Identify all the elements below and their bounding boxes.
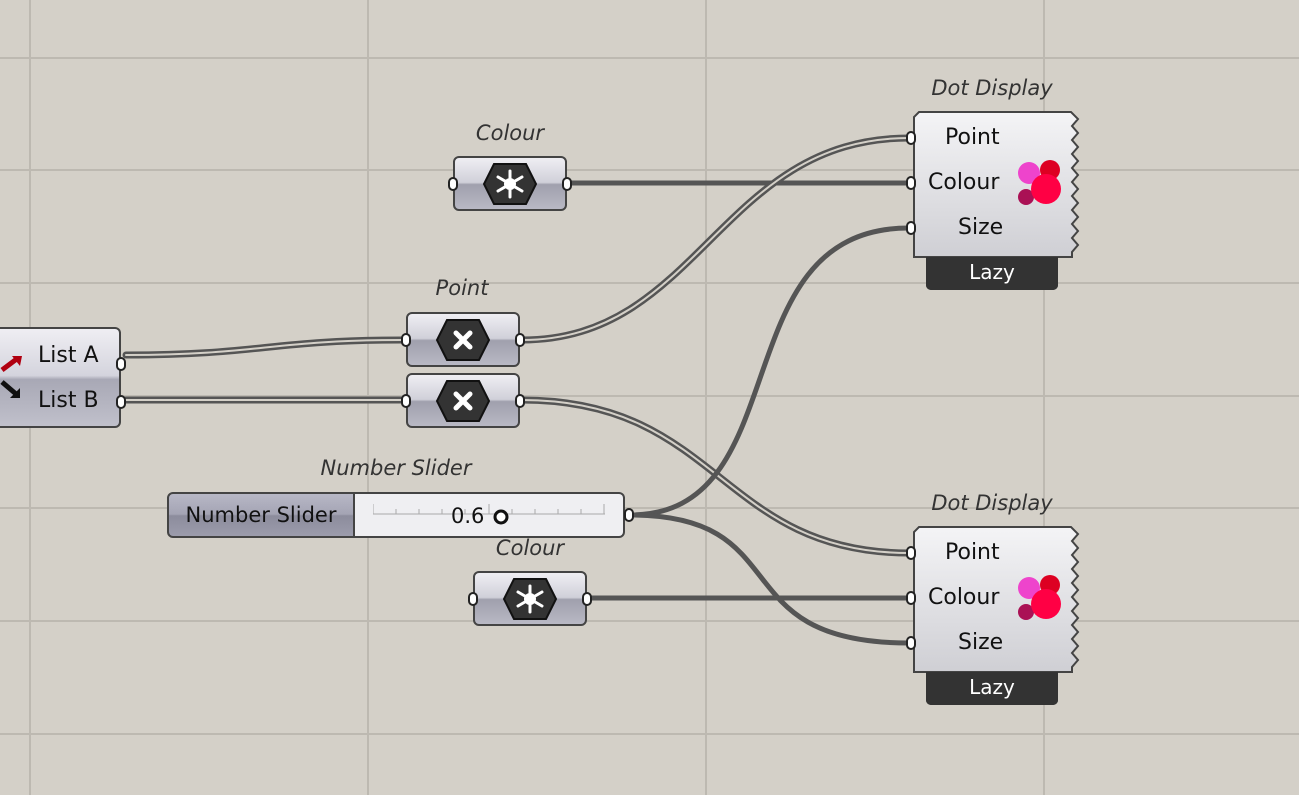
grid-line bbox=[0, 507, 1299, 509]
output-grip[interactable] bbox=[515, 393, 525, 408]
output-grip[interactable] bbox=[562, 176, 572, 191]
list-component[interactable]: List A List B bbox=[0, 327, 126, 428]
point-param-second[interactable] bbox=[401, 373, 525, 428]
colour-input-grip[interactable] bbox=[906, 591, 916, 605]
point-x-icon bbox=[435, 318, 491, 361]
dot-display-title: Dot Display bbox=[931, 491, 1053, 515]
dots-preview-icon bbox=[1018, 575, 1061, 620]
grid-line bbox=[0, 169, 1299, 171]
port-point: Point bbox=[945, 540, 1000, 565]
point-input-grip[interactable] bbox=[906, 546, 916, 560]
grid-line bbox=[1043, 0, 1045, 795]
input-grip[interactable] bbox=[448, 176, 458, 191]
grid-line bbox=[0, 620, 1299, 622]
size-input-grip[interactable] bbox=[906, 221, 916, 235]
port-size: Size bbox=[958, 215, 1004, 240]
dot-display-bottom[interactable]: Point Colour Size Lazy bbox=[906, 526, 1081, 708]
number-slider[interactable]: Number Slider 0.6 bbox=[167, 492, 634, 538]
grid-line bbox=[0, 733, 1299, 735]
grid-line bbox=[0, 57, 1299, 59]
slider-name: Number Slider bbox=[167, 492, 355, 538]
wire-size-top bbox=[627, 225, 912, 518]
dot-display-top[interactable]: Point Colour Size Lazy bbox=[906, 111, 1081, 293]
list-b-output-grip[interactable] bbox=[116, 395, 126, 409]
colour-param-label: Colour bbox=[475, 121, 545, 145]
size-input-grip[interactable] bbox=[906, 636, 916, 650]
port-point: Point bbox=[945, 125, 1000, 150]
list-b-label: List B bbox=[38, 388, 99, 413]
colour-input-grip[interactable] bbox=[906, 176, 916, 190]
grid-line bbox=[0, 282, 1299, 284]
list-a-output-grip[interactable] bbox=[116, 357, 126, 371]
port-colour: Colour bbox=[928, 585, 1000, 610]
lazy-footer: Lazy bbox=[926, 672, 1058, 705]
slider-ticks bbox=[373, 504, 605, 515]
point-param[interactable] bbox=[401, 312, 525, 367]
number-slider-label: Number Slider bbox=[320, 456, 472, 480]
slider-value: 0.6 bbox=[451, 504, 485, 528]
output-grip[interactable] bbox=[582, 591, 592, 606]
output-grip[interactable] bbox=[515, 332, 525, 347]
dot-display-title: Dot Display bbox=[931, 76, 1053, 100]
slider-track[interactable]: 0.6 bbox=[355, 492, 625, 538]
colour-param-top[interactable] bbox=[448, 156, 572, 211]
output-grip[interactable] bbox=[624, 508, 634, 522]
input-grip[interactable] bbox=[401, 332, 411, 347]
point-param-label: Point bbox=[435, 276, 489, 300]
colour-swatch-icon bbox=[502, 577, 558, 620]
wire-size-bottom bbox=[627, 512, 912, 646]
input-grip[interactable] bbox=[468, 591, 478, 606]
colour-param-bottom[interactable] bbox=[468, 571, 592, 626]
colour-param-label: Colour bbox=[495, 536, 565, 560]
point-x-icon bbox=[435, 379, 491, 422]
point-input-grip[interactable] bbox=[906, 131, 916, 145]
grid-line bbox=[705, 0, 707, 795]
grid-line bbox=[0, 395, 1299, 397]
port-size: Size bbox=[958, 630, 1004, 655]
port-colour: Colour bbox=[928, 170, 1000, 195]
slider-handle[interactable] bbox=[492, 508, 510, 526]
list-a-label: List A bbox=[38, 343, 99, 368]
dots-preview-icon bbox=[1018, 160, 1061, 205]
input-grip[interactable] bbox=[401, 393, 411, 408]
lazy-footer: Lazy bbox=[926, 257, 1058, 290]
list-arrows-icon bbox=[0, 356, 22, 398]
colour-swatch-icon bbox=[482, 162, 538, 205]
